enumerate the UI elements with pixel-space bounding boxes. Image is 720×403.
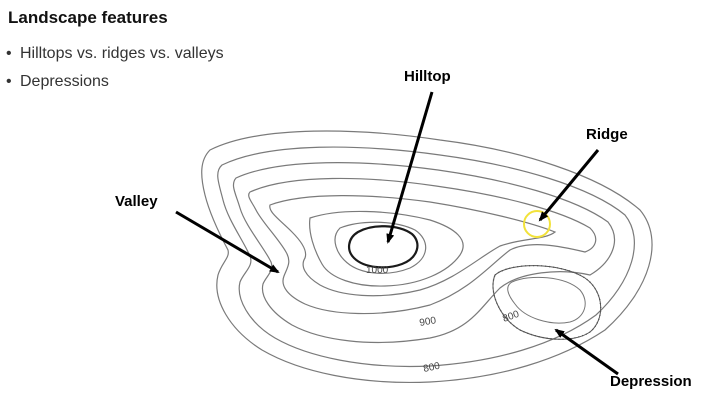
- contour-label-depression: 800: [501, 309, 521, 325]
- ridge-highlight-circle: [523, 210, 551, 238]
- bullet-text: Hilltops vs. ridges vs. valleys: [20, 45, 224, 62]
- contour-3: [232, 162, 616, 344]
- contour-4: [248, 177, 597, 315]
- bullet-text: Depressions: [20, 73, 109, 90]
- label-depression: Depression: [610, 373, 692, 390]
- bullet-item: • Depressions: [6, 68, 224, 96]
- bullet-item: • Hilltops vs. ridges vs. valleys: [6, 40, 224, 68]
- contour-label-middle: 900: [419, 315, 438, 329]
- label-hilltop: Hilltop: [404, 68, 451, 85]
- valley-arrow: [175, 210, 280, 274]
- contour-5: [269, 195, 557, 297]
- summit-contour: [348, 225, 419, 269]
- contour-label-summit: 1000: [366, 265, 389, 276]
- depression-arrow: [554, 328, 619, 376]
- slide-title: Landscape features: [8, 8, 168, 27]
- contour-label-outer: 800: [422, 361, 441, 375]
- contour-6: [309, 210, 464, 287]
- depression-contour: [492, 264, 602, 340]
- bullet-icon: •: [6, 45, 12, 62]
- bullet-icon: •: [6, 73, 12, 90]
- contour-lines: [201, 130, 653, 384]
- label-valley: Valley: [115, 193, 158, 210]
- ridge-arrow: [538, 149, 600, 222]
- contour-outer-800: [201, 130, 653, 384]
- pointer-arrows: [175, 91, 619, 376]
- hilltop-arrow: [386, 91, 434, 244]
- label-ridge: Ridge: [586, 126, 628, 143]
- contour-7: [334, 221, 427, 274]
- bullet-list: • Hilltops vs. ridges vs. valleys • Depres…: [6, 40, 224, 96]
